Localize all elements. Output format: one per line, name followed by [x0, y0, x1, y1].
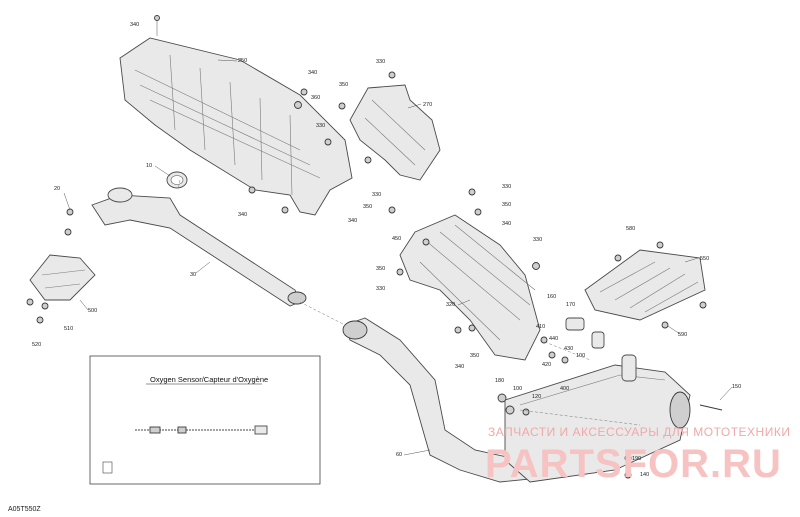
callout-350: 350 — [470, 353, 479, 359]
callout-410: 410 — [536, 324, 545, 330]
callout-400: 400 — [560, 386, 569, 392]
callout-100: 100 — [513, 386, 522, 392]
inset-ref-icon — [102, 461, 113, 474]
callout-100: 100 — [576, 353, 585, 359]
watermark-line: ЗАПЧАСТИ И АКСЕССУАРЫ ДЛЯ МОТОТЕХНИКИ — [488, 425, 790, 439]
oxygen-sensor-inset: Oxygen Sensor/Capteur d'Oxygène — [89, 355, 321, 485]
callout-170: 170 — [566, 302, 575, 308]
callout-510: 510 — [64, 326, 73, 332]
assembly-lines — [177, 179, 641, 426]
heat-shield-250[interactable] — [119, 37, 353, 216]
callout-440: 440 — [549, 336, 558, 342]
heat-shield-550[interactable] — [584, 249, 706, 321]
callout-340: 340 — [455, 364, 464, 370]
callout-150: 150 — [732, 384, 741, 390]
callout-450: 450 — [392, 236, 401, 242]
watermark: ЗАПЧАСТИ И АКСЕССУАРЫ ДЛЯ МОТОТЕХНИКИ PA… — [485, 425, 790, 486]
heat-shield-500[interactable] — [29, 254, 96, 301]
header-pipe-30[interactable] — [91, 187, 307, 307]
callout-60: 60 — [396, 452, 402, 458]
callout-180: 180 — [495, 378, 504, 384]
callout-30: 30 — [190, 272, 196, 278]
callout-340: 340 — [308, 70, 317, 76]
callout-270: 270 — [423, 102, 432, 108]
callout-350: 350 — [376, 266, 385, 272]
gasket-10[interactable] — [166, 171, 188, 189]
callout-120: 120 — [532, 394, 541, 400]
callout-520: 520 — [32, 342, 41, 348]
callout-330: 330 — [533, 237, 542, 243]
callout-350: 350 — [363, 204, 372, 210]
callout-340: 340 — [502, 221, 511, 227]
callout-340: 340 — [348, 218, 357, 224]
callout-330: 330 — [376, 286, 385, 292]
callout-330: 330 — [376, 59, 385, 65]
callout-350: 350 — [339, 82, 348, 88]
oxygen-sensor-icon — [135, 425, 268, 435]
callout-420: 420 — [542, 362, 551, 368]
fastener-cluster — [26, 15, 723, 479]
callout-160: 160 — [547, 294, 556, 300]
callout-330: 330 — [316, 123, 325, 129]
callout-350: 350 — [502, 202, 511, 208]
callout-140: 140 — [640, 472, 649, 478]
callout-550: 550 — [700, 256, 709, 262]
callout-340: 340 — [238, 212, 247, 218]
heat-shield-270[interactable] — [349, 84, 441, 181]
callout-labels: 340 250 340 350 330 360 270 330 10 20 34… — [32, 22, 741, 478]
inset-title: Oxygen Sensor/Capteur d'Oxygène — [150, 375, 268, 384]
callout-250: 250 — [238, 58, 247, 64]
callout-580: 580 — [626, 226, 635, 232]
muffler-150[interactable] — [504, 354, 691, 483]
watermark-logo: PARTSFOR.RU — [485, 442, 782, 486]
figure-code: A05T550Z — [8, 506, 41, 513]
callout-340: 340 — [130, 22, 139, 28]
callout-190: 190 — [632, 456, 641, 462]
callout-430: 430 — [564, 346, 573, 352]
callout-590: 590 — [678, 332, 687, 338]
exhaust-pipe-60[interactable] — [342, 317, 541, 483]
callout-10: 10 — [146, 163, 152, 169]
callout-360: 360 — [311, 95, 320, 101]
callout-20: 20 — [54, 186, 60, 192]
callout-320: 320 — [446, 302, 455, 308]
callout-330: 330 — [372, 192, 381, 198]
heat-shield-320[interactable] — [399, 214, 541, 361]
callout-330: 330 — [502, 184, 511, 190]
leader-lines — [63, 59, 733, 456]
callout-500: 500 — [88, 308, 97, 314]
